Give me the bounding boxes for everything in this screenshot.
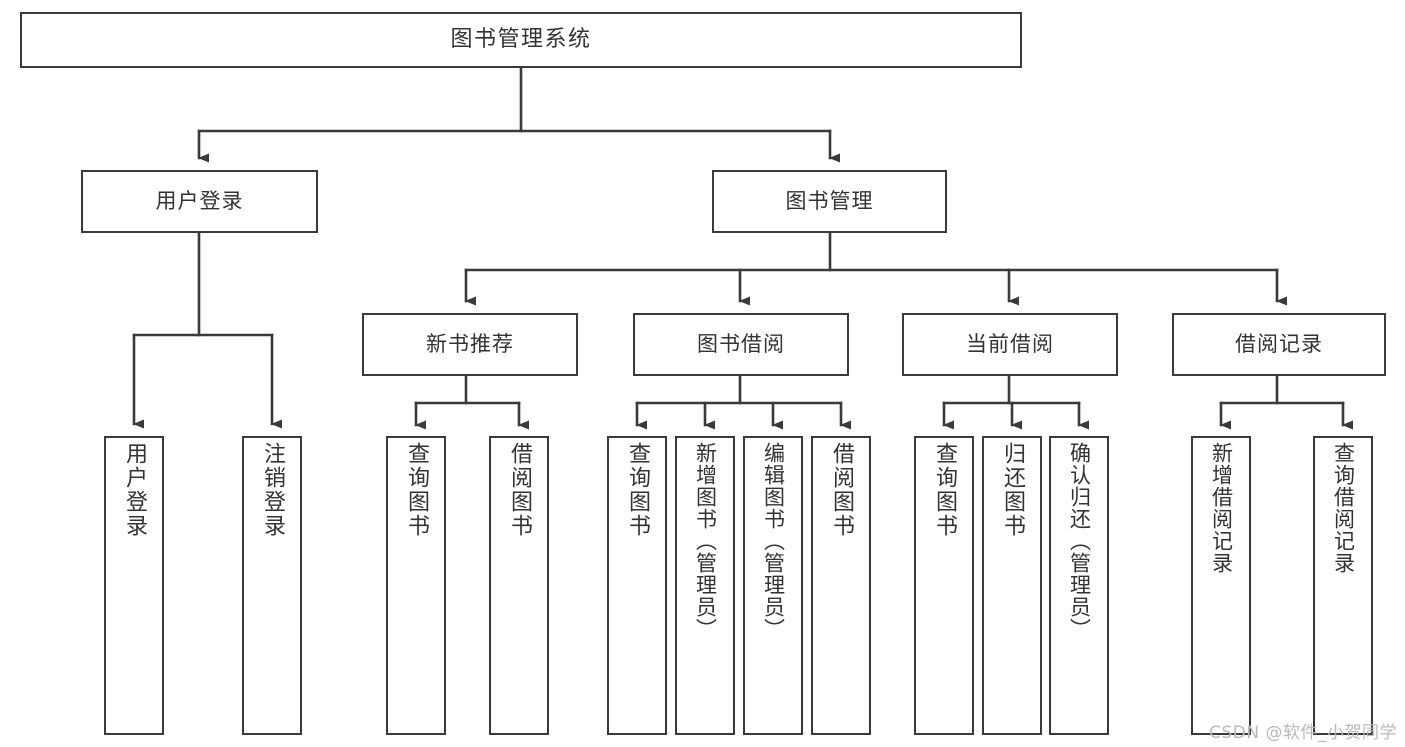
node-label: 查询图书 bbox=[404, 442, 429, 538]
node-root-book-management-system[interactable]: 图书管理系统 bbox=[20, 12, 1022, 68]
node-leaf-user-logout[interactable]: 注销登录 bbox=[242, 436, 302, 735]
node-current-borrow[interactable]: 当前借阅 bbox=[902, 313, 1118, 376]
node-label: 新增图书（管理员） bbox=[693, 442, 718, 640]
node-leaf-edit-book[interactable]: 编辑图书（管理员） bbox=[743, 436, 803, 735]
node-label: 查询借阅记录 bbox=[1331, 442, 1356, 574]
node-leaf-borrow-book-1[interactable]: 借阅图书 bbox=[489, 436, 549, 735]
node-leaf-confirm-return[interactable]: 确认归还（管理员） bbox=[1049, 436, 1109, 735]
node-label: 借阅记录 bbox=[1235, 332, 1323, 357]
node-label: 图书管理系统 bbox=[450, 27, 592, 53]
node-leaf-query-book-1[interactable]: 查询图书 bbox=[386, 436, 446, 735]
node-book-borrow[interactable]: 图书借阅 bbox=[633, 313, 849, 376]
node-label: 查询图书 bbox=[625, 442, 650, 538]
node-label: 用户登录 bbox=[122, 442, 147, 538]
node-leaf-return-book[interactable]: 归还图书 bbox=[982, 436, 1042, 735]
node-label: 当前借阅 bbox=[966, 332, 1054, 357]
node-borrow-record[interactable]: 借阅记录 bbox=[1172, 313, 1386, 376]
node-leaf-borrow-book-2[interactable]: 借阅图书 bbox=[811, 436, 871, 735]
node-label: 图书借阅 bbox=[697, 332, 785, 357]
node-label: 用户登录 bbox=[155, 189, 244, 214]
node-leaf-user-login[interactable]: 用户登录 bbox=[104, 436, 164, 735]
node-label: 编辑图书（管理员） bbox=[761, 442, 786, 640]
node-label: 借阅图书 bbox=[507, 442, 532, 538]
node-new-book-recommend[interactable]: 新书推荐 bbox=[362, 313, 578, 376]
node-leaf-add-book[interactable]: 新增图书（管理员） bbox=[675, 436, 735, 735]
node-leaf-add-record[interactable]: 新增借阅记录 bbox=[1191, 436, 1251, 735]
node-label: 注销登录 bbox=[260, 442, 285, 538]
node-label: 查询图书 bbox=[932, 442, 957, 538]
node-book-management[interactable]: 图书管理 bbox=[712, 170, 947, 233]
node-user-login[interactable]: 用户登录 bbox=[81, 170, 318, 233]
node-label: 归还图书 bbox=[1000, 442, 1025, 538]
node-leaf-query-record[interactable]: 查询借阅记录 bbox=[1313, 436, 1373, 735]
node-label: 确认归还（管理员） bbox=[1067, 442, 1092, 640]
node-leaf-query-book-2[interactable]: 查询图书 bbox=[607, 436, 667, 735]
node-label: 新书推荐 bbox=[426, 332, 514, 357]
node-label: 图书管理 bbox=[785, 189, 874, 214]
csdn-watermark: CSDN @软件_小贺同学 bbox=[1209, 723, 1397, 743]
node-label: 借阅图书 bbox=[829, 442, 854, 538]
node-leaf-query-book-3[interactable]: 查询图书 bbox=[914, 436, 974, 735]
node-label: 新增借阅记录 bbox=[1209, 442, 1234, 574]
